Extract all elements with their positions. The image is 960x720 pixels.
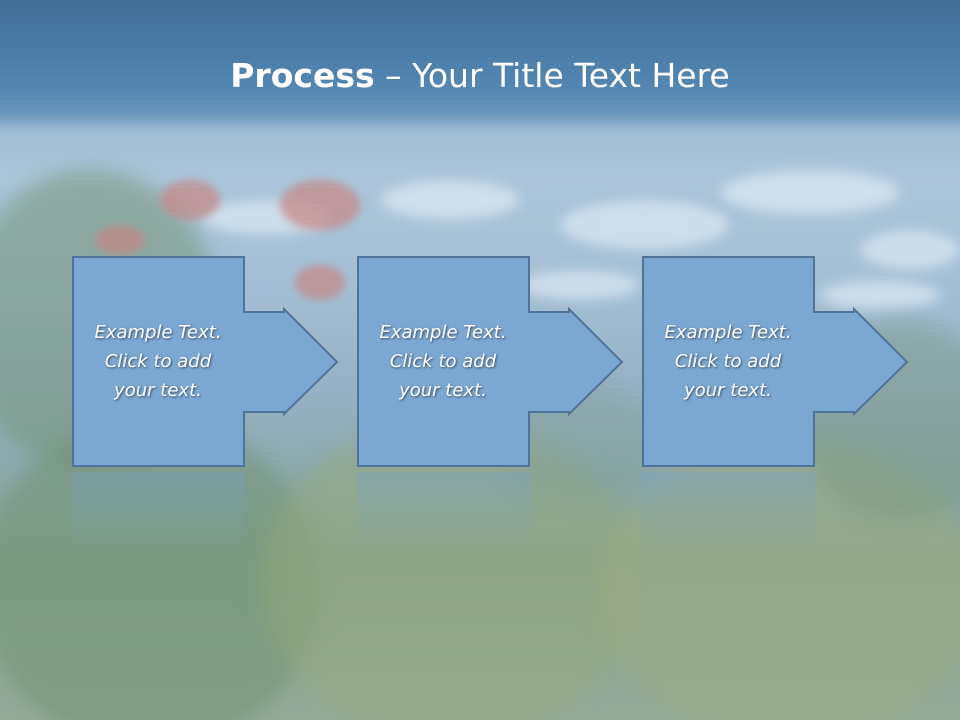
step-shape — [72, 256, 339, 467]
flower — [95, 225, 145, 255]
process-step-3[interactable]: Example Text. Click to add your text. — [642, 256, 912, 468]
cloud — [560, 200, 730, 250]
flower — [295, 265, 345, 300]
foliage — [600, 440, 960, 720]
title-rest: – Your Title Text Here — [374, 56, 730, 95]
flower — [160, 180, 220, 220]
title-bold: Process — [230, 56, 375, 95]
step-reflection — [642, 472, 816, 552]
cloud — [820, 280, 940, 310]
cloud — [720, 170, 900, 215]
process-step-1[interactable]: Example Text. Click to add your text. — [72, 256, 342, 468]
slide-title[interactable]: Process – Your Title Text Here — [0, 52, 960, 100]
cloud — [520, 270, 640, 300]
step-shape — [642, 256, 909, 467]
step-text[interactable]: Example Text. Click to add your text. — [664, 321, 792, 401]
flower — [280, 180, 360, 230]
step-reflection — [357, 472, 531, 552]
cloud — [860, 230, 960, 270]
cloud — [380, 180, 520, 220]
process-step-2[interactable]: Example Text. Click to add your text. — [357, 256, 627, 468]
step-text[interactable]: Example Text. Click to add your text. — [379, 321, 507, 401]
foliage — [260, 420, 640, 720]
title-band — [0, 0, 960, 128]
step-text[interactable]: Example Text. Click to add your text. — [94, 321, 222, 401]
step-shape — [357, 256, 624, 467]
step-reflection — [72, 472, 246, 552]
